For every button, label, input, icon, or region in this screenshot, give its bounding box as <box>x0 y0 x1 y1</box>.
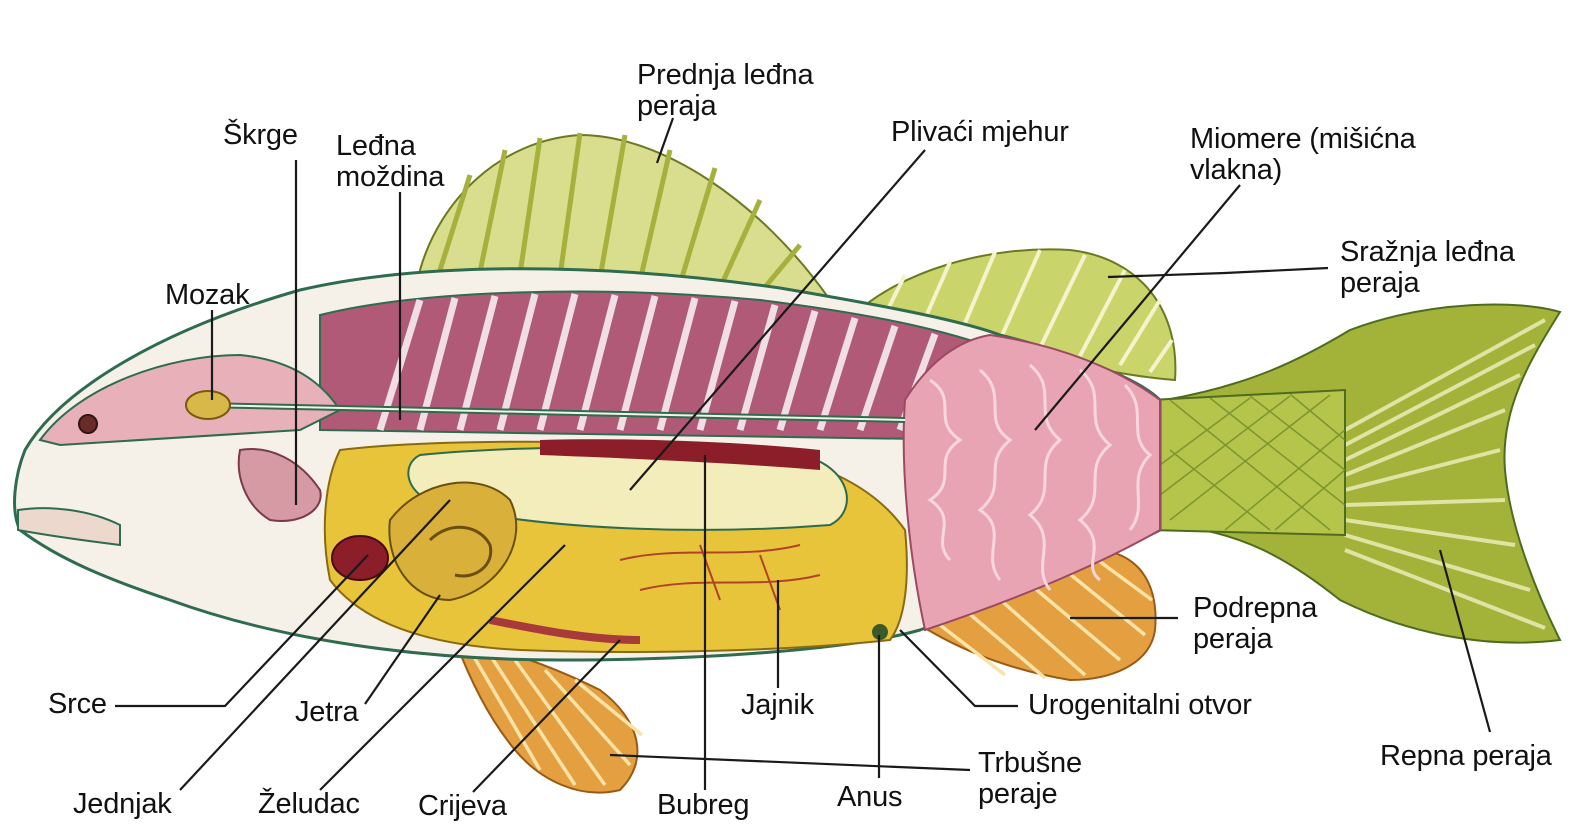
label-liver: Jetra <box>295 697 358 728</box>
label-anus: Anus <box>837 782 902 813</box>
label-ovary: Jajnik <box>741 690 814 721</box>
label-pelvic-fins: Trbušne peraje <box>978 748 1082 810</box>
label-front-dorsal-fin: Prednja leđna peraja <box>637 60 813 122</box>
label-tail-fin: Repna peraja <box>1380 741 1552 772</box>
label-kidney: Bubreg <box>657 790 749 821</box>
label-anal-fin: Podrepna peraja <box>1193 593 1317 655</box>
label-gills: Škrge <box>223 120 298 151</box>
label-urogenital-opening: Urogenitalni otvor <box>1028 690 1252 721</box>
label-rear-dorsal-fin: Sražnja leđna peraja <box>1340 237 1515 299</box>
label-brain: Mozak <box>165 280 249 311</box>
heart <box>332 536 388 580</box>
label-esophagus: Jednjak <box>73 789 172 820</box>
label-intestine: Crijeva <box>418 791 507 822</box>
label-stomach: Želudac <box>258 789 360 820</box>
eye <box>79 415 97 433</box>
brain <box>186 391 230 419</box>
label-spinal-cord: Leđna moždina <box>336 131 444 193</box>
label-myomeres: Miomere (mišićna vlakna) <box>1190 124 1416 186</box>
label-heart: Srce <box>48 689 107 720</box>
label-swim-bladder: Plivaći mjehur <box>891 117 1069 148</box>
